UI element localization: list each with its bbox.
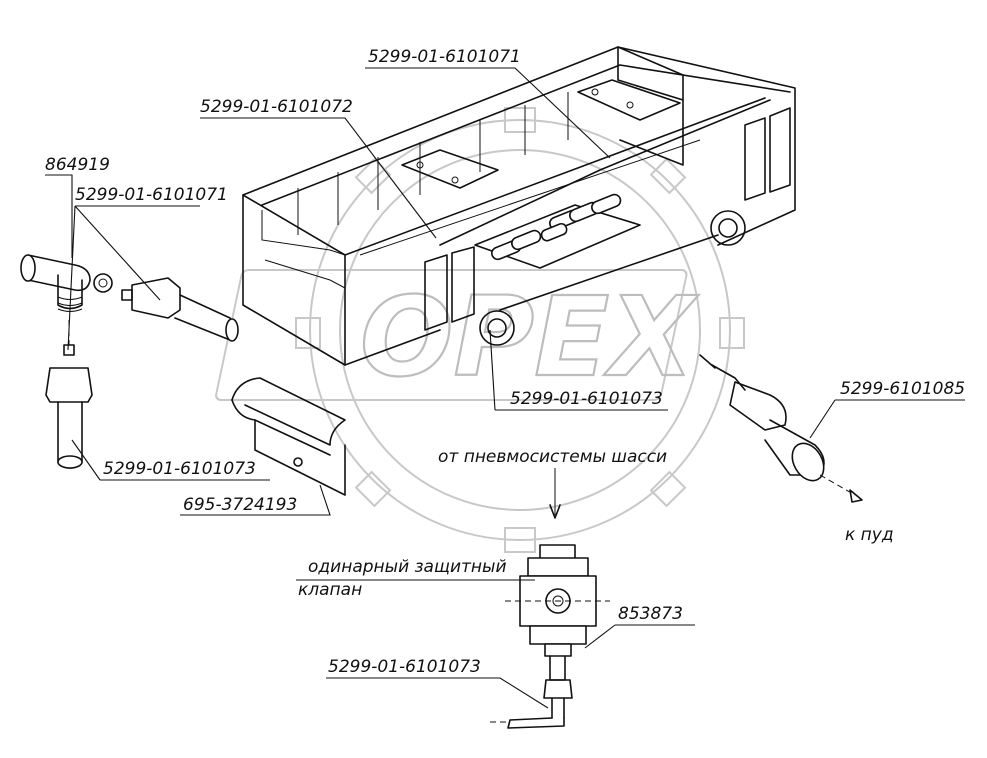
- label-valve-line1: одинарный защитный: [308, 557, 507, 577]
- label-part-main-pipe: 5299-01-6101071: [368, 47, 521, 67]
- tee-fitting-864919: [20, 254, 113, 312]
- label-part-sensor: 5299-6101085: [840, 379, 965, 399]
- protective-valve: [490, 468, 610, 729]
- label-source-note: от пневмосистемы шасси: [438, 447, 667, 467]
- label-to-pud: к пуд: [845, 525, 894, 545]
- pressure-sensor: [699, 354, 863, 503]
- label-valve-line2: клапан: [298, 580, 362, 600]
- label-part-fitting: 864919: [45, 155, 110, 175]
- pipe-fitting-left: [121, 277, 239, 342]
- label-part-pipe-body: 5299-01-6101073: [510, 389, 663, 409]
- label-part-valve: 853873: [618, 604, 683, 624]
- label-part-tube: 5299-01-6101072: [200, 97, 353, 117]
- watermark-text: OPEX: [360, 273, 699, 401]
- pipe-clamp: [231, 377, 346, 496]
- part-labels: 5299-01-6101071 5299-01-6101072 864919 5…: [45, 47, 965, 677]
- label-part-clamp: 695-3724193: [183, 495, 297, 515]
- pipe-fitting-lower-left: [45, 320, 93, 469]
- bus-body: [242, 46, 796, 366]
- label-part-pipe-lower-left: 5299-01-6101073: [103, 459, 256, 479]
- leader-lines: [45, 67, 965, 709]
- label-part-pipe-left: 5299-01-6101071: [75, 185, 228, 205]
- air-receivers: [491, 193, 622, 261]
- label-part-valve-pipe: 5299-01-6101073: [328, 657, 481, 677]
